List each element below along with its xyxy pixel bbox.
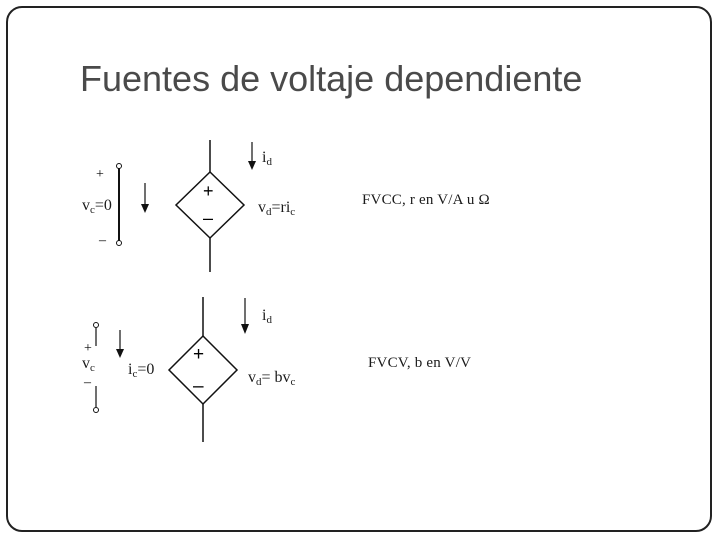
vccs-output-current-label: id: [262, 149, 272, 168]
vcvs-source-minus: –: [193, 376, 204, 397]
vcvs-output-voltage-label: vd= bvc: [248, 369, 296, 388]
vccs-output-current-arrowhead: [248, 161, 256, 170]
vcvs-output-current-arrowhead: [241, 324, 249, 334]
vccs-diagram: + – + –: [96, 140, 256, 272]
vccs-control-plus: +: [96, 167, 104, 182]
vcvs-control-voltage-label: vc: [82, 355, 95, 374]
vccs-source-plus: +: [203, 181, 214, 201]
vccs-source-diamond: [174, 170, 246, 240]
vccs-description: FVCC, r en V/A u Ω: [362, 192, 490, 208]
vccs-control-minus: –: [98, 233, 107, 248]
vccs-control-terminal-bottom: [116, 240, 122, 246]
vcvs-output-current-label: id: [262, 307, 272, 326]
vcvs-control-terminal-bottom: [93, 407, 99, 413]
vcvs-source-diamond: [167, 334, 239, 406]
vccs-source-minus: –: [203, 208, 213, 228]
slide-frame: [6, 6, 712, 532]
vccs-control-voltage-label: vc=0: [82, 197, 112, 216]
vcvs-diagram: + – + –: [83, 297, 249, 442]
vccs-output-voltage-label: vd=ric: [258, 199, 296, 218]
vccs-control-terminal-top: [116, 163, 122, 169]
vcvs-control-terminal-top: [93, 322, 99, 328]
vcvs-source-plus: +: [193, 344, 204, 365]
vcvs-control-current-label: ic=0: [128, 361, 155, 380]
vcvs-control-current-arrowhead: [116, 349, 124, 358]
vcvs-control-plus: +: [84, 341, 92, 356]
vccs-control-current-arrowhead: [141, 204, 149, 213]
slide-title: Fuentes de voltaje dependiente: [80, 58, 583, 99]
vcvs-description: FVCV, b en V/V: [368, 355, 472, 371]
vcvs-control-minus: –: [83, 375, 92, 390]
